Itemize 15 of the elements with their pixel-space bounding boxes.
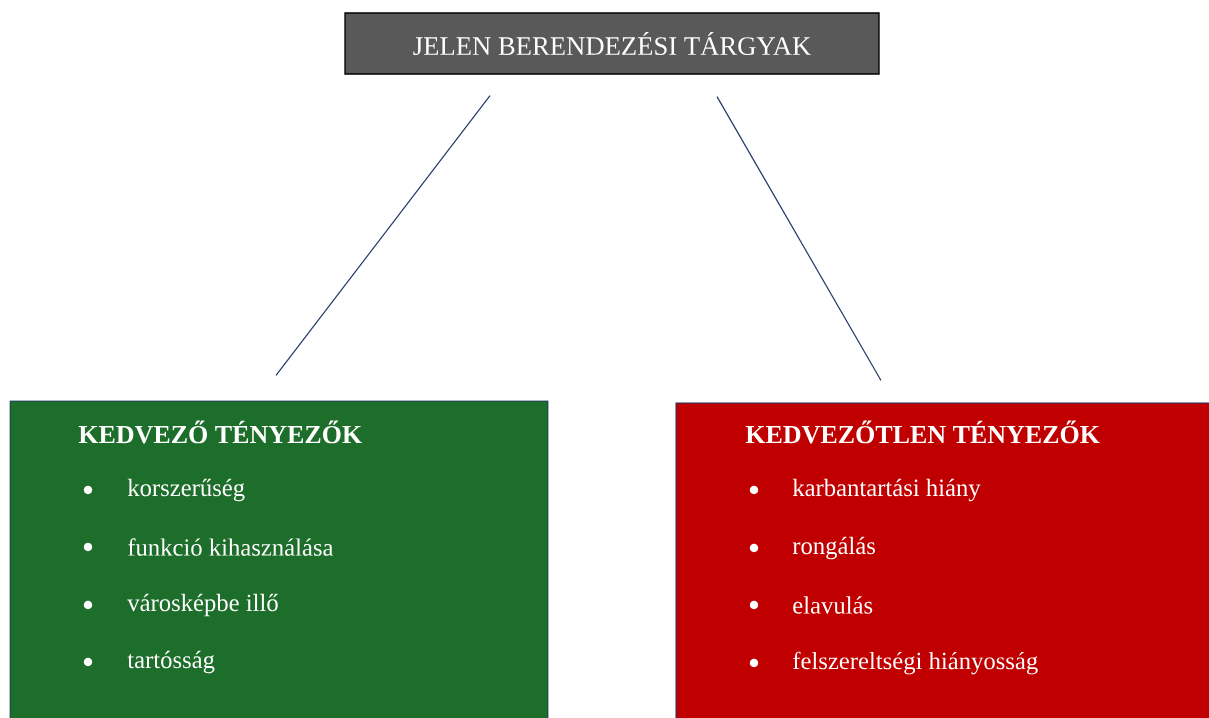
bullet-item: tartósság [83, 650, 215, 674]
bullet-item: karbantartási hiány [749, 478, 981, 502]
bullet-item: funkció kihasználása [83, 538, 334, 556]
bullet-item: felszereltségi hiányosság [749, 651, 1038, 675]
connector-line [275, 95, 491, 377]
factor-box [9, 400, 549, 718]
title-box: JELEN BERENDEZÉSI TÁRGYAK [344, 12, 880, 75]
bullet-item: rongálás [749, 536, 875, 560]
factor-box [675, 402, 1209, 718]
bullet-item: elavulás [749, 596, 873, 614]
heading: KEDVEZŐ TÉNYEZŐK [78, 420, 362, 444]
bullet-item: városképbe illő [83, 593, 278, 617]
heading: KEDVEZŐTLEN TÉNYEZŐK [745, 420, 1100, 444]
bullet-item: korszerűség [83, 478, 245, 502]
connector-line [716, 96, 882, 382]
